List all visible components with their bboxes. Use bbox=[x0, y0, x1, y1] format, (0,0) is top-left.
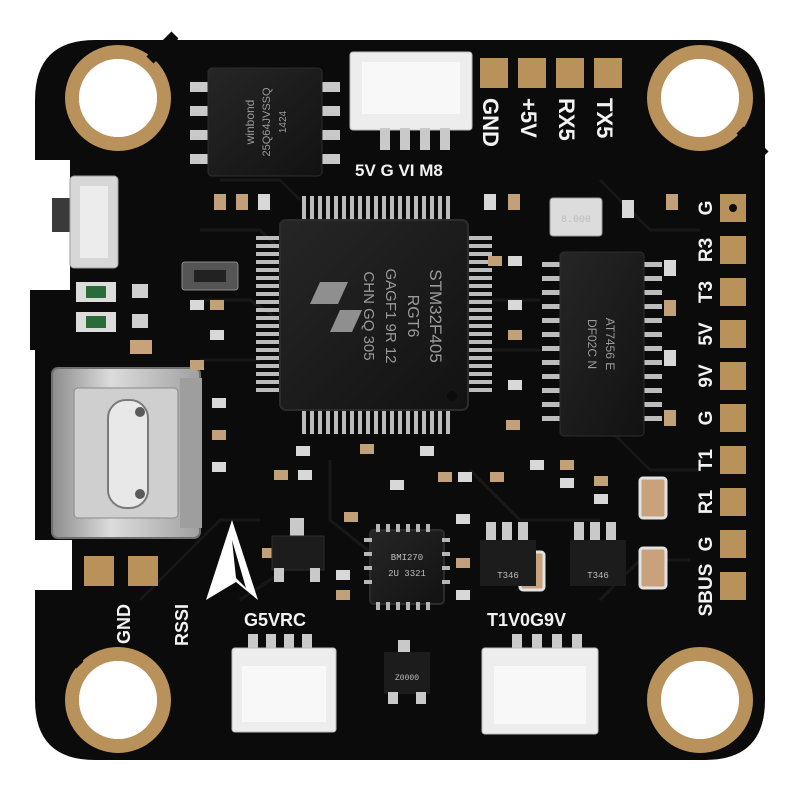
osd-lot: DF02C N bbox=[585, 319, 599, 369]
gyro-part: BMI270 bbox=[391, 553, 423, 563]
voltage-regulator bbox=[271, 518, 325, 582]
brand-logo-icon bbox=[206, 520, 258, 600]
mosfet-left: T346 bbox=[480, 522, 536, 586]
gyro-lot: 2U 3321 bbox=[388, 569, 426, 579]
uart-5v-label: +5V bbox=[516, 98, 541, 138]
mosfet-left-label: T346 bbox=[497, 571, 519, 581]
uart-pads-top bbox=[480, 58, 622, 88]
mount-hole-bottom-left bbox=[51, 636, 171, 753]
mcu-variant: RGT6 bbox=[404, 295, 421, 338]
mosfet-right: T346 bbox=[570, 522, 626, 586]
pad-label-sbus: SBUS bbox=[696, 564, 717, 617]
crystal-oscillator: 8.000 bbox=[549, 197, 603, 237]
crystal-label: 8.000 bbox=[561, 215, 591, 226]
osd-part: AT7456 E bbox=[603, 318, 617, 370]
mcu-lot: GAGF1 9R 12 bbox=[382, 268, 399, 363]
pad-label-g1: G bbox=[696, 201, 717, 216]
uart-gnd-label: GND bbox=[478, 98, 503, 147]
mcu-chip: STM32F405 RGT6 GAGF1 9R 12 CHN GQ 305 bbox=[256, 196, 492, 434]
pad-label-t3: T3 bbox=[696, 281, 717, 303]
top-connector bbox=[349, 51, 473, 150]
usb-c-port[interactable] bbox=[51, 367, 202, 539]
pad-label-t1: T1 bbox=[696, 448, 717, 471]
bottom-regulator-label: Z0000 bbox=[395, 674, 419, 683]
boot-button[interactable] bbox=[52, 175, 119, 269]
rssi-pad-label: RSSI bbox=[172, 604, 192, 646]
mcu-origin: CHN GQ 305 bbox=[360, 271, 377, 360]
top-connector-label: 5V G VI M8 bbox=[355, 161, 443, 180]
uart-rx-label: RX5 bbox=[554, 98, 579, 141]
mcu-part: STM32F405 bbox=[426, 269, 445, 363]
bottom-left-connector-label: G5VRC bbox=[244, 610, 306, 630]
right-pad-column bbox=[720, 194, 746, 600]
bottom-left-connector bbox=[231, 634, 337, 733]
right-pad-labels: G R3 T3 5V 9V G T1 R1 G SBUS bbox=[696, 201, 717, 617]
pad-label-r3: R3 bbox=[696, 238, 717, 262]
bottom-right-connector-label: T1V0G9V bbox=[487, 610, 566, 630]
flash-code: 1424 bbox=[278, 110, 289, 133]
passive-components bbox=[190, 194, 678, 600]
flash-brand: winbond bbox=[243, 100, 257, 146]
bottom-left-pads bbox=[84, 556, 158, 586]
bottom-regulator: Z0000 bbox=[384, 640, 430, 704]
pad-label-g2: G bbox=[696, 411, 717, 426]
gnd-pad-label: GND bbox=[114, 604, 134, 644]
bottom-right-connector bbox=[481, 634, 599, 735]
mount-hole-top-right bbox=[647, 45, 769, 159]
mount-hole-top-left bbox=[65, 31, 179, 151]
gyro-chip: BMI270 2U 3321 bbox=[364, 524, 450, 610]
mount-hole-bottom-right bbox=[641, 636, 753, 753]
osd-chip: AT7456 E DF02C N bbox=[542, 251, 662, 437]
status-leds bbox=[76, 282, 152, 354]
pad-label-9v: 9V bbox=[696, 364, 717, 388]
mosfet-right-label: T346 bbox=[587, 571, 609, 581]
pad-label-r1: R1 bbox=[696, 489, 717, 514]
flash-part: 25Q64JVSSQ bbox=[261, 87, 273, 157]
uart-tx-label: TX5 bbox=[592, 98, 617, 138]
pad-label-g3: G bbox=[696, 537, 717, 552]
flash-memory-chip: winbond 25Q64JVSSQ 1424 bbox=[190, 67, 340, 177]
pad-label-5v: 5V bbox=[696, 322, 717, 346]
st-logo-icon bbox=[310, 282, 362, 332]
crystal-left bbox=[181, 261, 239, 291]
